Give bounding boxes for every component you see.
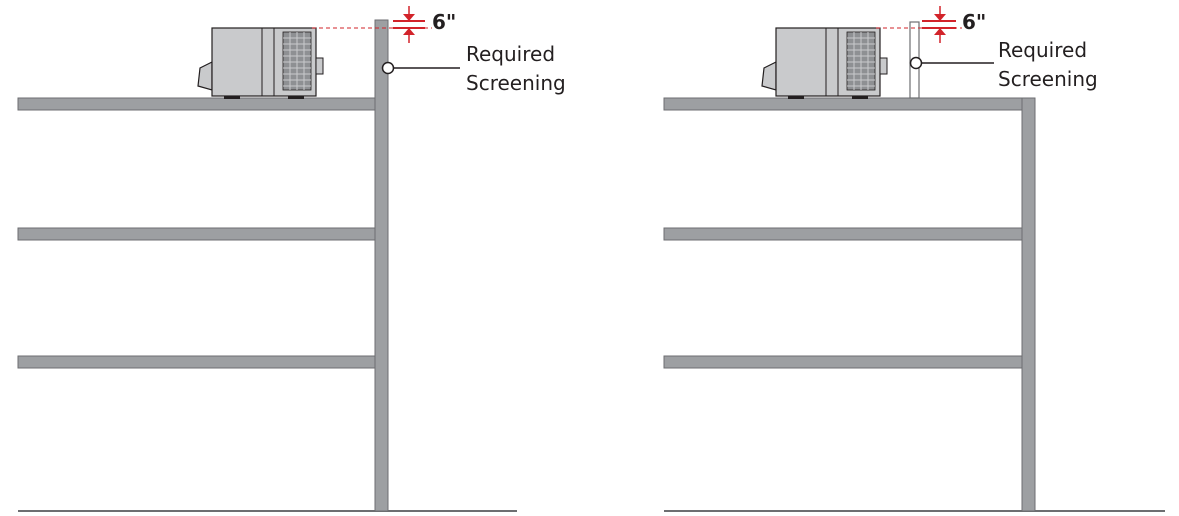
floor-slab <box>17 227 377 241</box>
exterior-wall <box>1021 97 1036 512</box>
callout-label-line1: Required <box>466 42 556 66</box>
dimension-label: 6" <box>432 10 457 34</box>
building-section-left <box>17 6 517 512</box>
floor-slab <box>663 355 1025 369</box>
callout-label-line2: Screening <box>466 71 566 95</box>
roof-slab <box>663 97 1036 111</box>
dimension-label: 6" <box>962 10 987 34</box>
dimension-marker-6in <box>393 6 425 43</box>
callout-dot <box>909 56 923 70</box>
floor-slab <box>663 227 1025 241</box>
callout-label-line2: Screening <box>998 67 1098 91</box>
diagram-parapet-screening: 6" Required Screening <box>17 6 566 512</box>
roof-slab <box>17 97 389 111</box>
parapet-wall <box>374 19 389 512</box>
floor-slab <box>17 355 377 369</box>
diagram-separate-screening: 6" Required Screening <box>590 0 1179 516</box>
callout-label-line1: Required <box>998 38 1088 62</box>
building-section-right <box>663 6 1165 512</box>
rooftop-unit <box>197 27 324 99</box>
rooftop-unit <box>761 27 888 99</box>
callout-dot <box>381 61 395 75</box>
dimension-marker-6in <box>922 6 956 43</box>
